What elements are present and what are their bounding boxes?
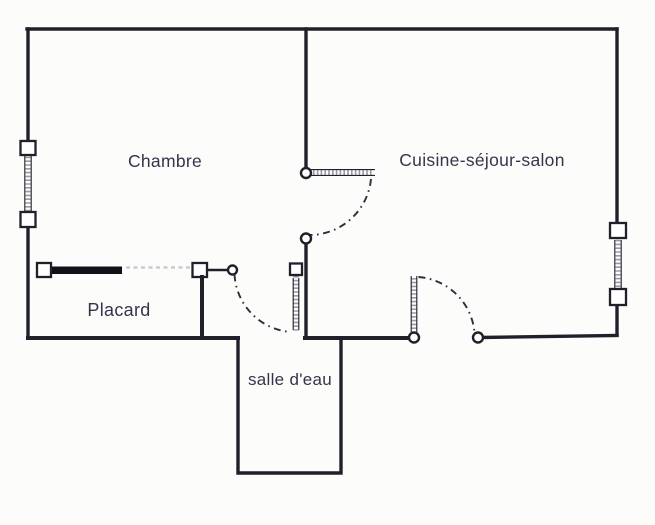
salle-deau-walls [236, 336, 343, 475]
outer-walls [25, 27, 619, 340]
kitchen-door-swing-arc [309, 178, 372, 236]
right-window-cap-top [608, 221, 628, 240]
wall-bottom-right [479, 333, 619, 340]
entrance-door-leaf-edges [410, 276, 418, 332]
entrance-door-swing-arc [418, 276, 476, 333]
glazed-partition-edges [292, 278, 300, 330]
chambre-door-hinge [226, 264, 239, 276]
kitchen-door [299, 166, 375, 245]
entrance-door-hinge-right [471, 331, 485, 344]
glazed-partition-cap [288, 262, 304, 277]
left-window [19, 139, 37, 229]
room-label-salle-deau: salle d'eau [248, 370, 332, 389]
entrance-door [407, 276, 485, 344]
chambre-door [207, 264, 292, 333]
right-window-cap-bottom [608, 287, 628, 307]
kitchen-door-hinge-bottom [299, 232, 313, 245]
placard-cap-right [191, 261, 209, 279]
placard-front [35, 261, 209, 340]
right-window-glazing-edges [614, 240, 622, 290]
entrance-door-hinge-left [407, 331, 421, 344]
room-label-placard: Placard [87, 300, 150, 320]
left-window-cap-top [19, 139, 37, 157]
left-window-cap-bottom [19, 210, 37, 229]
room-labels: Chambre Cuisine-séjour-salon Placard sal… [87, 150, 564, 389]
room-label-cuisine-sejour-salon: Cuisine-séjour-salon [399, 150, 565, 170]
kitchen-door-hinge-top [299, 166, 313, 180]
left-window-glazing-edges [24, 152, 32, 216]
placard-cap-left [35, 261, 53, 279]
right-window [608, 221, 628, 307]
salle-deau-outline [236, 336, 343, 475]
placard-bar [50, 266, 122, 274]
room-label-chambre: Chambre [128, 151, 202, 171]
chambre-door-swing-arc [233, 274, 292, 333]
kitchen-door-leaf-edges [310, 169, 375, 176]
glazed-partition [288, 262, 304, 331]
